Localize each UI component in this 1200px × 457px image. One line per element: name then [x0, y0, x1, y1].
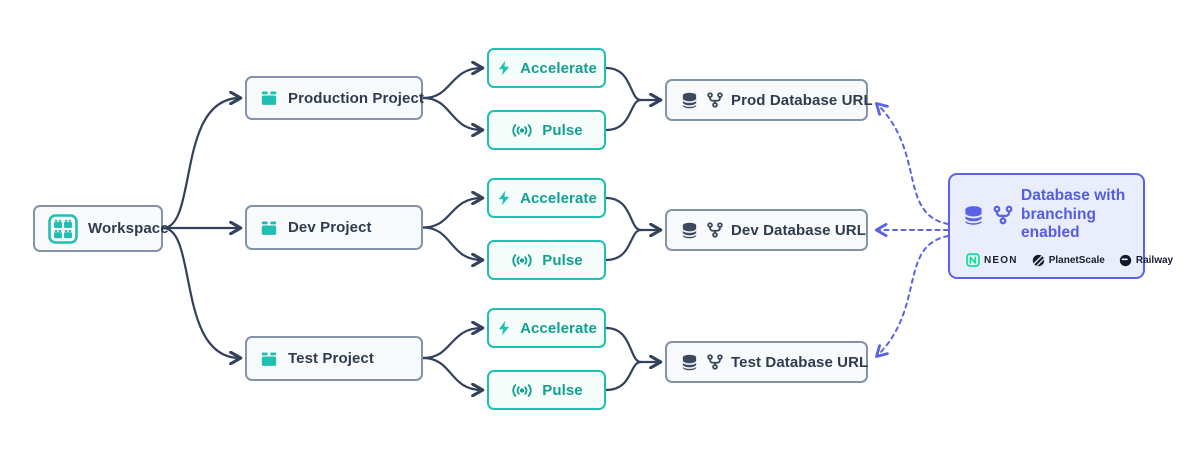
- project-node-dev: Dev Project: [245, 205, 423, 250]
- workspace-fanout-arrows: [161, 98, 240, 358]
- railway-logo: Railway: [1119, 254, 1173, 267]
- row1-arrows: [421, 68, 660, 130]
- project-label: Dev Project: [288, 219, 372, 236]
- project-node-test: Test Project: [245, 336, 423, 381]
- pulse-label: Pulse: [542, 251, 583, 269]
- lightning-bolt-icon: [496, 190, 512, 206]
- workspace-label: Workspace: [88, 220, 169, 237]
- row2-arrows: [421, 198, 660, 260]
- git-fork-icon: [706, 221, 724, 239]
- lightning-bolt-icon: [496, 320, 512, 336]
- workspace-node: Workspace: [33, 205, 169, 252]
- git-fork-icon: [992, 204, 1014, 226]
- project-label: Test Project: [288, 350, 374, 367]
- signal-waves-icon: [510, 123, 534, 138]
- pulse-node-production: Pulse: [487, 110, 606, 150]
- branching-database-box: Database with branching enabled NEON Pla…: [948, 173, 1173, 279]
- accelerate-node-production: Accelerate: [487, 48, 606, 88]
- git-fork-icon: [706, 91, 724, 109]
- database-url-label: Dev Database URL: [731, 221, 866, 239]
- database-cylinder-icon: [680, 91, 699, 110]
- planetscale-logo: PlanetScale: [1032, 254, 1105, 267]
- row3-arrows: [421, 328, 660, 390]
- lightning-bolt-icon: [496, 60, 512, 76]
- database-cylinder-icon: [680, 221, 699, 240]
- database-url-node-test: Test Database URL: [665, 341, 868, 383]
- workspace-grid-icon: [48, 213, 78, 244]
- branching-dashed-arrows: [874, 102, 949, 358]
- pulse-node-test: Pulse: [487, 370, 606, 410]
- accelerate-node-test: Accelerate: [487, 308, 606, 348]
- database-url-label: Prod Database URL: [731, 91, 873, 109]
- briefcase-icon: [260, 89, 278, 107]
- briefcase-icon: [260, 219, 278, 237]
- accelerate-label: Accelerate: [520, 319, 597, 337]
- git-fork-icon: [706, 353, 724, 371]
- database-url-node-dev: Dev Database URL: [665, 209, 868, 251]
- pulse-label: Pulse: [542, 121, 583, 139]
- provider-logos: NEON PlanetScale Railway: [966, 253, 1173, 268]
- pulse-node-dev: Pulse: [487, 240, 606, 280]
- accelerate-label: Accelerate: [520, 59, 597, 77]
- signal-waves-icon: [510, 253, 534, 268]
- project-label: Production Project: [288, 89, 424, 107]
- branching-title: Database with branching enabled: [1021, 186, 1126, 242]
- signal-waves-icon: [510, 383, 534, 398]
- database-cylinder-icon: [962, 204, 985, 227]
- accelerate-label: Accelerate: [520, 189, 597, 207]
- project-node-production: Production Project: [245, 76, 424, 120]
- database-url-label: Test Database URL: [731, 353, 869, 371]
- accelerate-node-dev: Accelerate: [487, 178, 606, 218]
- database-url-node-prod: Prod Database URL: [665, 79, 873, 121]
- pulse-label: Pulse: [542, 381, 583, 399]
- database-cylinder-icon: [680, 353, 699, 372]
- briefcase-icon: [260, 350, 278, 368]
- neon-logo: NEON: [966, 253, 1018, 268]
